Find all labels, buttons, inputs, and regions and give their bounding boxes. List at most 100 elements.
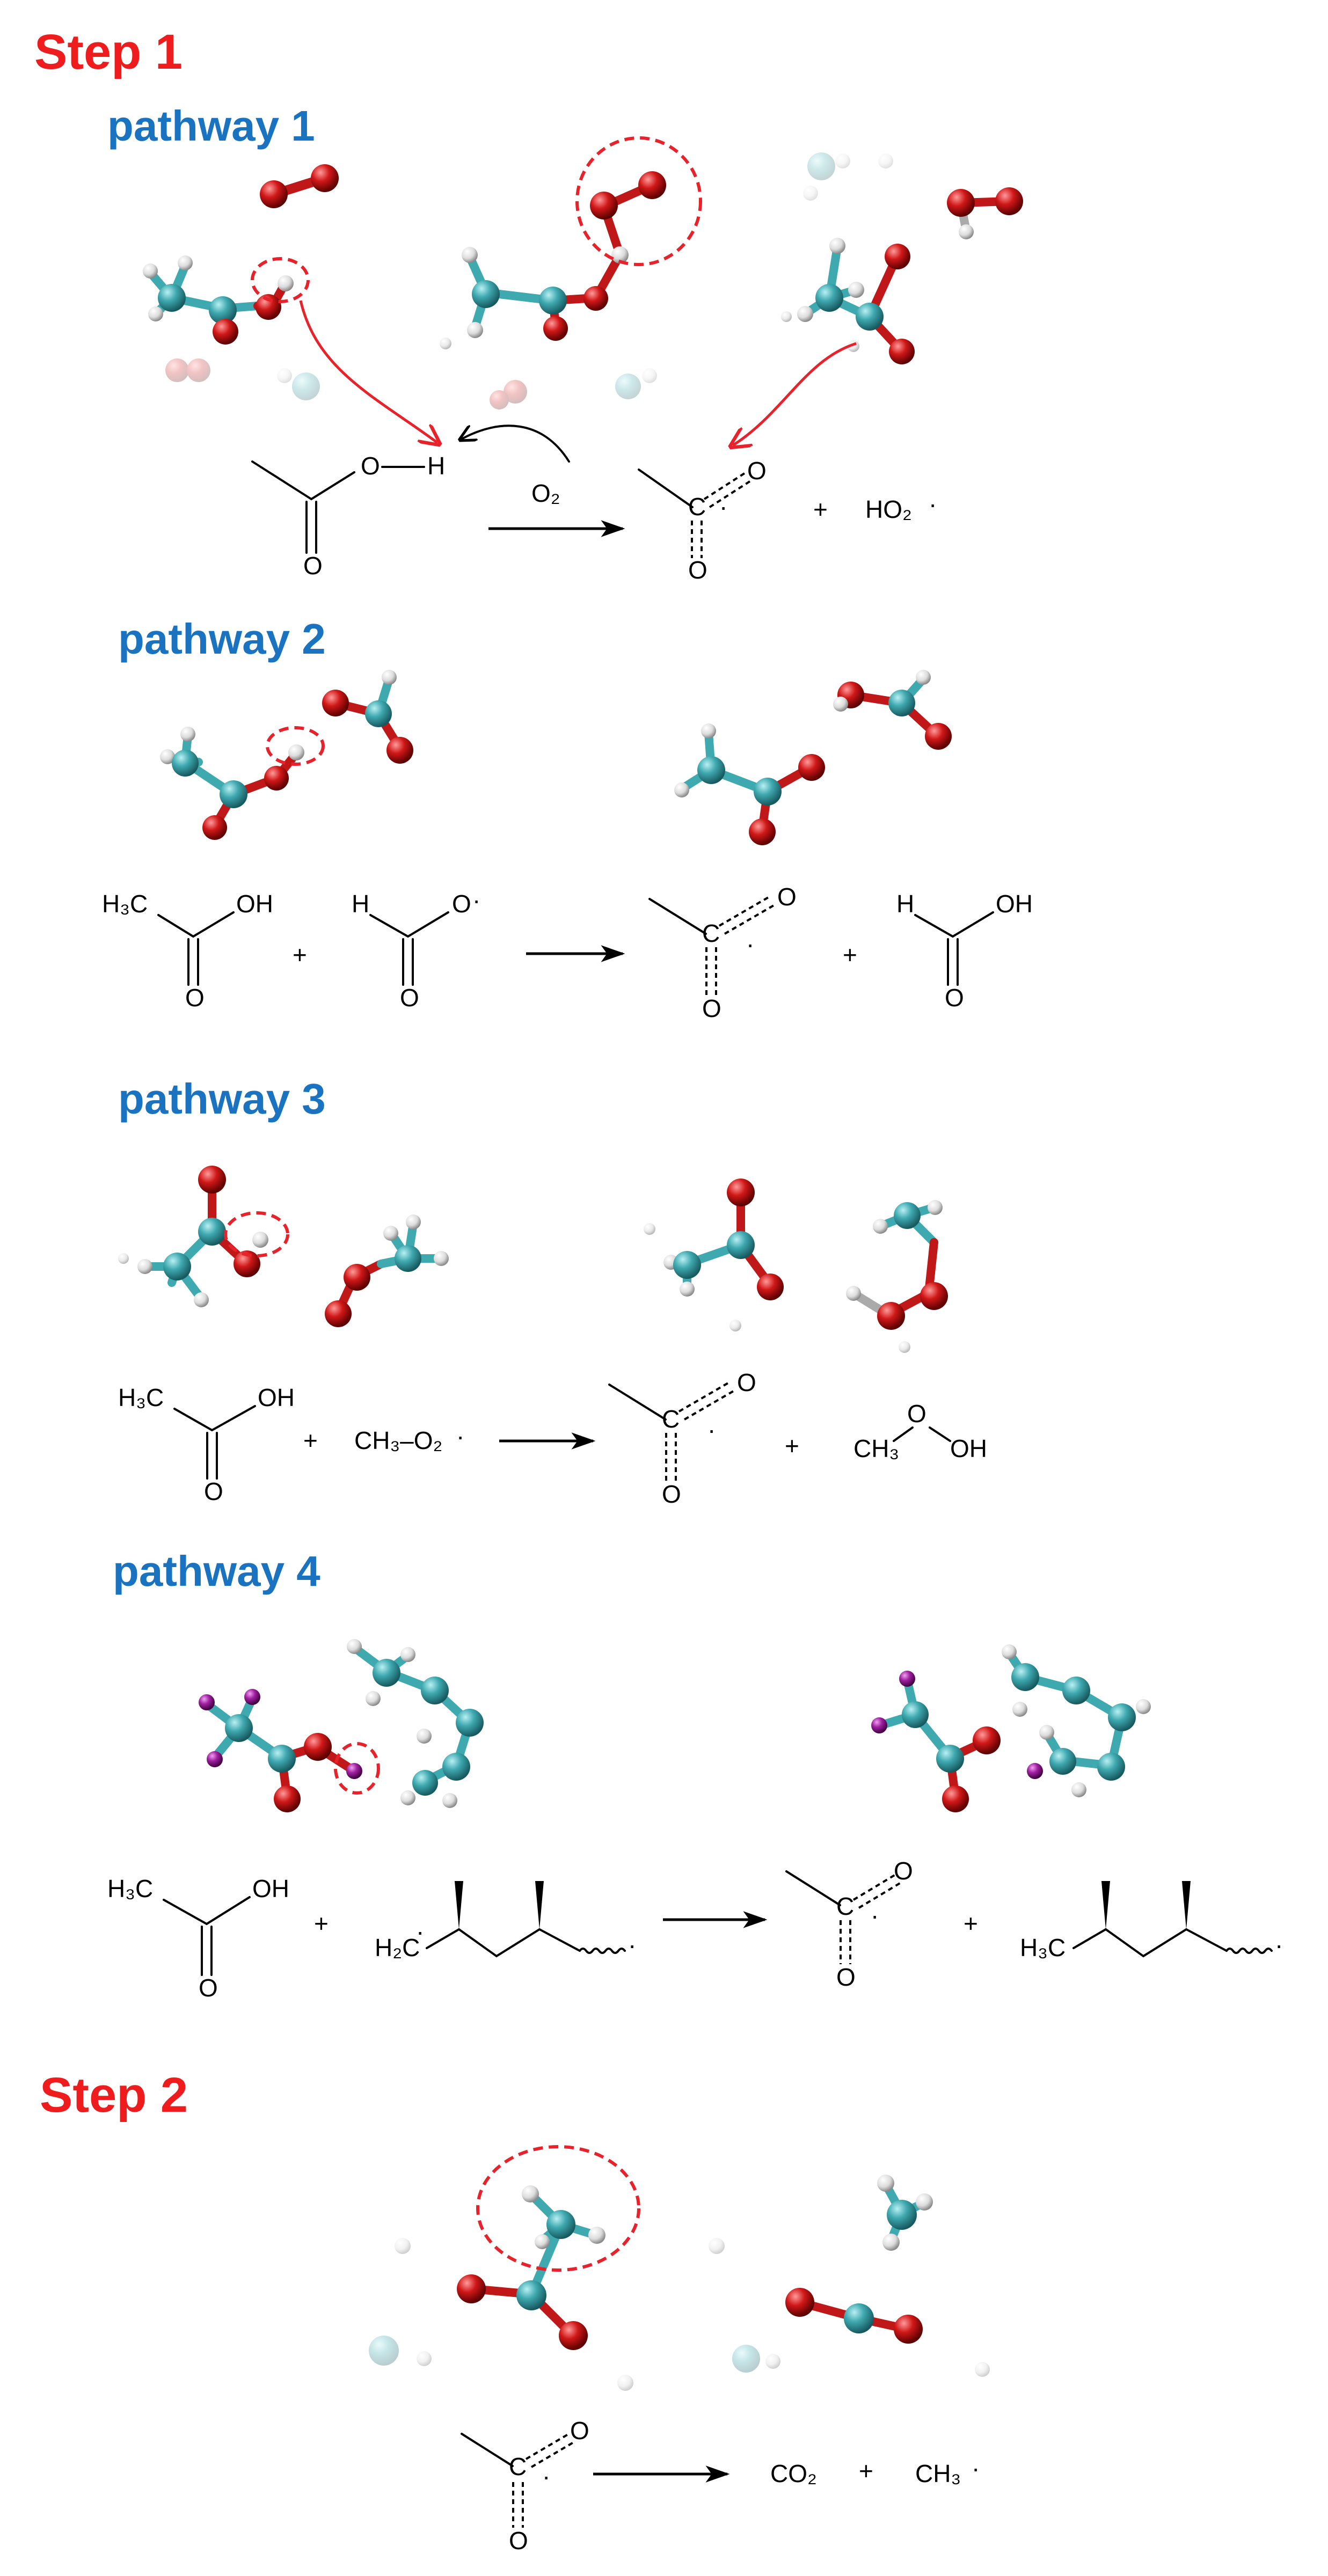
hydrogen-atom — [848, 282, 864, 298]
carbon-atom — [894, 1202, 921, 1229]
carbon-atom — [516, 2280, 546, 2310]
highlight-ring — [575, 136, 702, 266]
hydrogen-atom — [729, 1320, 741, 1331]
curved-arrow-icon — [733, 342, 857, 445]
carbon-atom — [1049, 1748, 1076, 1775]
hydrogen-atom — [434, 1251, 449, 1266]
carbon-atom — [220, 780, 247, 808]
oxygen-atom — [234, 1250, 260, 1277]
wedge-bond-icon — [1182, 1881, 1191, 1929]
highlight-ring — [476, 2145, 640, 2272]
svg-text:OH: OH — [236, 890, 273, 918]
hydrogen-atom — [417, 1729, 432, 1744]
svg-text:·: · — [972, 2454, 980, 2482]
carbon-atom — [1097, 1753, 1125, 1781]
svg-text:CH₃–O₂: CH₃–O₂ — [354, 1426, 442, 1454]
hydrogen-atom — [383, 1226, 398, 1241]
svg-text:C: C — [662, 1405, 680, 1433]
tracer-atom — [346, 1763, 362, 1779]
svg-text:H: H — [352, 890, 369, 918]
hydrogen-atom — [975, 2362, 990, 2377]
hydrogen-atom — [400, 1647, 415, 1662]
oxygen-atom — [947, 189, 975, 217]
carbon-atom — [158, 284, 186, 312]
oxygen-atom — [344, 1264, 370, 1291]
hydrogen-atom — [877, 2175, 894, 2192]
hydrogen-atom — [680, 1282, 695, 1297]
oxygen-atom — [559, 2321, 588, 2350]
hydrogen-atom — [406, 1214, 421, 1230]
svg-text:O: O — [570, 2417, 589, 2445]
step2-equation: C O · O CO₂ + CH₃ · — [461, 2417, 980, 2555]
carbon-atom — [395, 1245, 421, 1272]
svg-text:O: O — [204, 1477, 223, 1505]
oxygen-atom — [785, 2288, 814, 2317]
carbon-atom — [732, 2345, 760, 2373]
oxygen-atom — [749, 818, 776, 845]
svg-text:CH₃: CH₃ — [915, 2460, 961, 2487]
oxygen-atom — [590, 192, 618, 219]
carbon-atom — [225, 1714, 253, 1742]
pathway-1-title: pathway 1 — [107, 102, 315, 150]
hydrogen-atom — [1071, 1782, 1086, 1797]
oxygen-atom — [583, 286, 608, 311]
hydrogen-atom — [400, 1790, 415, 1805]
hydrogen-atom — [674, 782, 689, 797]
hydrogen-atom — [928, 1200, 943, 1215]
oxygen-atom — [894, 2315, 923, 2344]
oxygen-atom — [885, 244, 910, 269]
svg-text:C: C — [688, 493, 706, 521]
svg-text:C: C — [509, 2453, 527, 2480]
curved-arrow-icon — [462, 425, 570, 463]
svg-text:+: + — [314, 1909, 329, 1937]
pathway-4-molecular-models — [199, 1639, 1151, 1812]
svg-text:O: O — [662, 1480, 681, 1508]
svg-text:O: O — [907, 1400, 926, 1428]
step2-molecular-models — [369, 2145, 990, 2391]
svg-text:O: O — [702, 994, 721, 1022]
pathway-2-title: pathway 2 — [118, 615, 326, 663]
svg-text:O: O — [199, 1974, 218, 2002]
tracer-atom — [199, 1694, 215, 1710]
carbon-atom — [442, 1753, 470, 1781]
tracer-atom — [871, 1717, 887, 1733]
hydrogen-atom — [709, 2238, 725, 2254]
oxygen-atom — [386, 737, 413, 764]
hydrogen-atom — [781, 311, 792, 322]
hydrogen-atom — [797, 306, 813, 322]
pathway-2-molecular-models — [160, 670, 952, 845]
hydrogen-atom — [180, 727, 195, 742]
svg-text:+: + — [843, 941, 857, 969]
svg-text:O: O — [945, 984, 964, 1012]
wedge-bond-icon — [535, 1881, 544, 1929]
svg-text:C: C — [836, 1892, 854, 1920]
svg-text:+: + — [813, 495, 828, 523]
carbon-atom — [472, 280, 500, 308]
svg-text:H₃C: H₃C — [118, 1384, 164, 1411]
pathway-1-molecular-models — [143, 136, 1023, 445]
carbon-atom — [727, 1231, 755, 1259]
highlight-ring — [251, 257, 310, 303]
carbon-atom — [1108, 1703, 1136, 1731]
hydrogen-atom — [916, 670, 931, 685]
hydrogen-atom — [194, 1292, 209, 1307]
oxygen-atom — [198, 1166, 226, 1194]
oxygen-atom — [274, 1785, 301, 1812]
oxygen-atom — [727, 1179, 755, 1206]
highlight-ring — [334, 1742, 380, 1795]
carbon-atom — [373, 1659, 400, 1687]
wedge-bond-icon — [1101, 1881, 1110, 1929]
svg-text:O: O — [894, 1857, 913, 1885]
carbon-atom — [902, 1701, 929, 1728]
svg-text:O: O — [688, 556, 707, 584]
oxygen-atom — [256, 294, 281, 320]
svg-text:·: · — [1275, 1931, 1283, 1959]
oxygen-atom — [202, 815, 227, 840]
tracer-atom — [207, 1751, 223, 1767]
oxygen-atom — [973, 1726, 1001, 1754]
hydrogen-atom — [959, 224, 974, 239]
carbon-atom — [209, 296, 237, 324]
hydrogen-atom — [848, 340, 859, 352]
wavy-bond-icon — [579, 1948, 626, 1954]
svg-text:O: O — [452, 890, 471, 918]
